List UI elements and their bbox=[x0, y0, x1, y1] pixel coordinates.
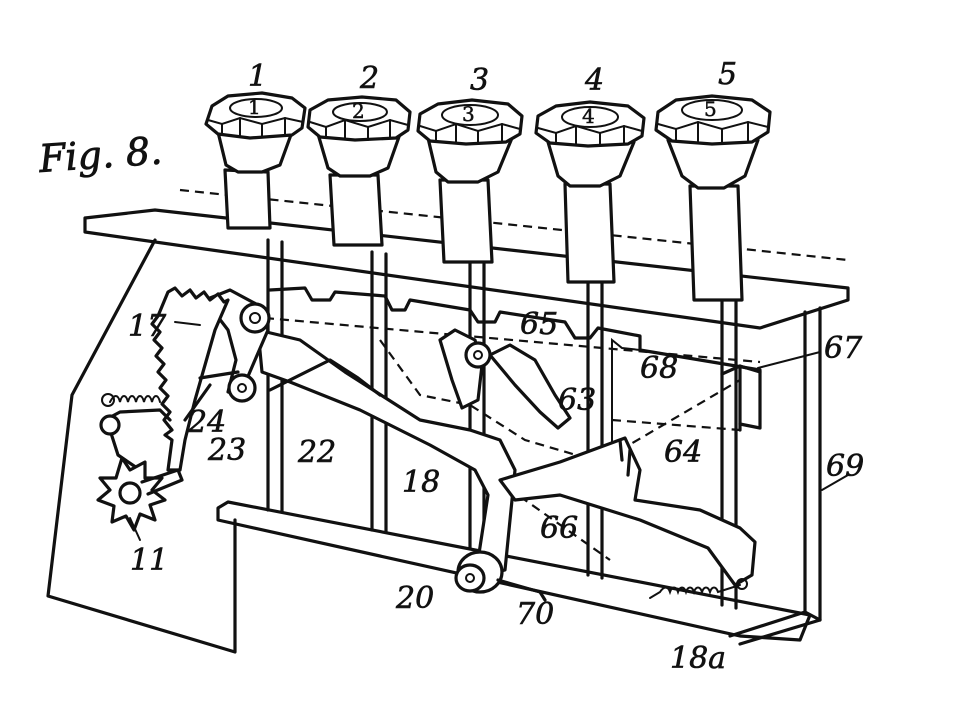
ref-23: 23 bbox=[207, 433, 246, 468]
key-shank bbox=[328, 173, 384, 247]
hidden-line-rear bbox=[264, 316, 761, 364]
ref-22: 22 bbox=[297, 435, 336, 470]
right-end-plate bbox=[728, 306, 822, 646]
key-neck bbox=[666, 138, 760, 190]
key-face-label: 1 bbox=[248, 95, 261, 119]
key-shank bbox=[438, 178, 494, 264]
star-wheel-11 bbox=[96, 456, 184, 532]
key-1[interactable]: 1 1 bbox=[204, 59, 307, 230]
slider-bar bbox=[268, 286, 762, 430]
roller-20 bbox=[454, 550, 504, 594]
key-face-label: 3 bbox=[462, 102, 475, 126]
key-face-label: 5 bbox=[704, 97, 717, 121]
key-shank bbox=[223, 168, 272, 230]
reference-numerals: 17 24 23 22 18 11 20 70 66 63 65 68 64 6… bbox=[128, 307, 865, 677]
key-neck bbox=[546, 140, 636, 188]
ref-11: 11 bbox=[130, 543, 168, 578]
ref-67: 67 bbox=[824, 331, 863, 366]
key-shank bbox=[563, 182, 616, 284]
key-face-label: 4 bbox=[582, 104, 595, 128]
key-number-2: 2 bbox=[359, 61, 379, 96]
ref-20: 20 bbox=[395, 581, 434, 616]
link-22 bbox=[268, 358, 382, 397]
wire-70 bbox=[496, 578, 547, 602]
key-number-3: 3 bbox=[470, 63, 489, 98]
key-number-1: 1 bbox=[248, 59, 267, 94]
key-number-4: 4 bbox=[584, 63, 604, 98]
bottom-plate bbox=[216, 500, 812, 642]
left-side-plate bbox=[46, 238, 237, 654]
spring-left bbox=[109, 395, 161, 403]
ref-64: 64 bbox=[664, 435, 702, 470]
link-23 bbox=[183, 370, 240, 422]
ref-70: 70 bbox=[516, 597, 554, 632]
wire-69 bbox=[821, 474, 849, 491]
key-shank bbox=[688, 184, 744, 302]
ref-24: 24 bbox=[187, 405, 226, 440]
key-4[interactable]: 4 4 bbox=[534, 63, 646, 284]
ref-18: 18 bbox=[402, 465, 440, 500]
ref-69: 69 bbox=[826, 449, 864, 484]
key-face-label: 2 bbox=[352, 99, 365, 123]
key-2[interactable]: 2 2 bbox=[306, 61, 412, 247]
ref-68: 68 bbox=[640, 351, 678, 386]
ref-17: 17 bbox=[128, 309, 167, 344]
ref-63: 63 bbox=[558, 383, 596, 418]
rack-17 bbox=[150, 286, 230, 472]
figure-title: Fig. 8. bbox=[37, 128, 164, 181]
cam-63 bbox=[488, 343, 572, 430]
key-3[interactable]: 3 3 bbox=[416, 63, 524, 264]
spring-18a bbox=[649, 584, 741, 599]
ref-66: 66 bbox=[540, 511, 578, 546]
ref-18a: 18a bbox=[670, 641, 726, 676]
key-number-5: 5 bbox=[718, 57, 737, 92]
key-5[interactable]: 5 5 bbox=[654, 57, 772, 302]
arm-67 bbox=[720, 364, 762, 432]
ref-65: 65 bbox=[520, 307, 558, 342]
